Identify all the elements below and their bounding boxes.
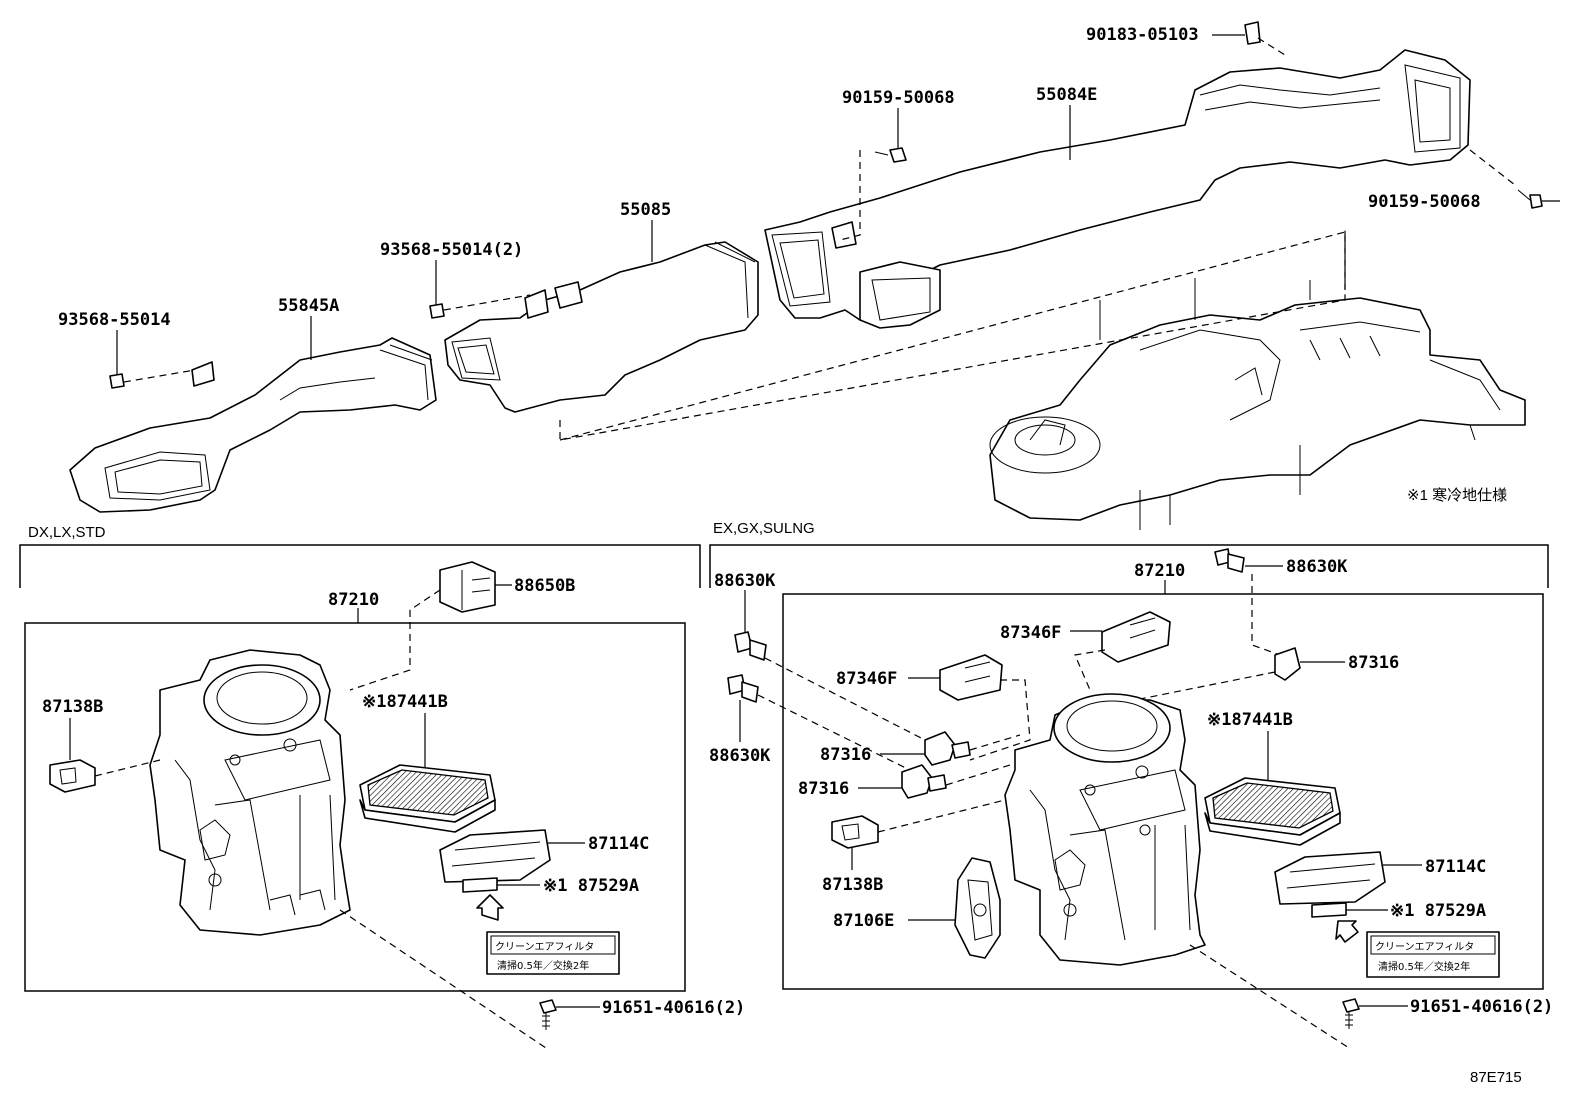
label-87529a-right: ※1 87529A xyxy=(1390,901,1486,921)
bolt-91651-left[interactable] xyxy=(539,999,557,1030)
label-87529a-left: ※1 87529A xyxy=(543,876,639,896)
label-55845a: 55845A xyxy=(278,296,339,316)
label-91651-40616-left: 91651-40616(2) xyxy=(602,998,745,1018)
relay-87346f-b[interactable] xyxy=(939,654,1003,701)
label-93568-55014: 93568-55014 xyxy=(58,310,171,330)
figure-code: 87E715 xyxy=(1470,1069,1522,1086)
blower-case-left[interactable] xyxy=(149,649,351,936)
label-90159-50068-top: 90159-50068 xyxy=(842,88,955,108)
label-88650b: 88650B xyxy=(514,576,575,596)
clip-87316-a[interactable] xyxy=(924,731,971,766)
filter-label-right-line1: クリーンエアフィルタ xyxy=(1375,941,1474,953)
sensor-88630k-low[interactable] xyxy=(727,674,759,703)
sensor-88630k-left[interactable] xyxy=(734,631,767,661)
heater-unit xyxy=(989,278,1526,530)
right-section xyxy=(709,544,1549,1049)
sensor-88630k-top[interactable] xyxy=(1214,548,1245,573)
duct-55085[interactable] xyxy=(444,241,759,413)
duct-assembly xyxy=(69,49,1526,530)
actuator-87106e[interactable] xyxy=(954,857,1001,959)
filter-label-right-line2: 清掃0.5年／交換2年 xyxy=(1378,960,1470,973)
label-87346f-a: 87346F xyxy=(1000,623,1061,643)
label-91651-40616-right: 91651-40616(2) xyxy=(1410,997,1553,1017)
label-87138b-left: 87138B xyxy=(42,697,103,717)
left-section xyxy=(19,544,701,1049)
label-90183-05103: 90183-05103 xyxy=(1086,25,1199,45)
section-title-right: EX,GX,SULNG xyxy=(713,520,815,537)
filter-label-left-line1: クリーンエアフィルタ xyxy=(495,941,594,953)
labels: 90183-05103 90159-50068 55084E 90159-500… xyxy=(28,25,1553,1086)
label-87210-left: 87210 xyxy=(328,590,379,610)
filter-label-left-line2: 清掃0.5年／交換2年 xyxy=(497,959,589,972)
label-55084e: 55084E xyxy=(1036,85,1097,105)
label-87316-b: 87316 xyxy=(798,779,849,799)
cover-87114c-left[interactable] xyxy=(439,829,551,883)
label-87346f-b: 87346F xyxy=(836,669,897,689)
label-87138b-right: 87138B xyxy=(822,875,883,895)
label-55085: 55085 xyxy=(620,200,671,220)
label-87316-a: 87316 xyxy=(820,745,871,765)
duct-leaders xyxy=(109,21,1560,441)
label-87106e: 87106E xyxy=(833,911,894,931)
relay-87346f-a[interactable] xyxy=(1101,611,1171,663)
duct-55084e[interactable] xyxy=(764,49,1471,329)
label-87114c-right: 87114C xyxy=(1425,857,1486,877)
note-cold-climate: ※1 寒冷地仕様 xyxy=(1407,486,1507,504)
sensor-87138b-right[interactable] xyxy=(831,815,879,849)
label-87441b-left: ※187441B xyxy=(362,692,448,712)
connector-88650b[interactable] xyxy=(439,561,496,613)
clip-87316-b[interactable] xyxy=(901,764,947,799)
filter-87441b-right[interactable] xyxy=(1204,777,1341,846)
duct-55845a[interactable] xyxy=(69,337,437,513)
sensor-87138b[interactable] xyxy=(49,759,96,793)
clip-87316-right[interactable] xyxy=(1274,647,1301,681)
blower-case-right[interactable] xyxy=(1004,693,1206,966)
label-87210-right: 87210 xyxy=(1134,561,1185,581)
label-88630k-top: 88630K xyxy=(1286,557,1348,577)
filter-87441b-left[interactable] xyxy=(359,764,496,833)
label-88630k-left: 88630K xyxy=(714,571,776,591)
label-93568-55014-2: 93568-55014(2) xyxy=(380,240,523,260)
label-90159-50068-right: 90159-50068 xyxy=(1368,192,1481,212)
label-87316-right: 87316 xyxy=(1348,653,1399,673)
label-88630k-low: 88630K xyxy=(709,746,771,766)
cover-87114c-right[interactable] xyxy=(1274,851,1386,905)
label-87114c-left: 87114C xyxy=(588,834,649,854)
label-87441b-right: ※187441B xyxy=(1207,710,1293,730)
bolt-91651-right[interactable] xyxy=(1342,998,1360,1029)
section-title-left: DX,LX,STD xyxy=(28,524,106,541)
